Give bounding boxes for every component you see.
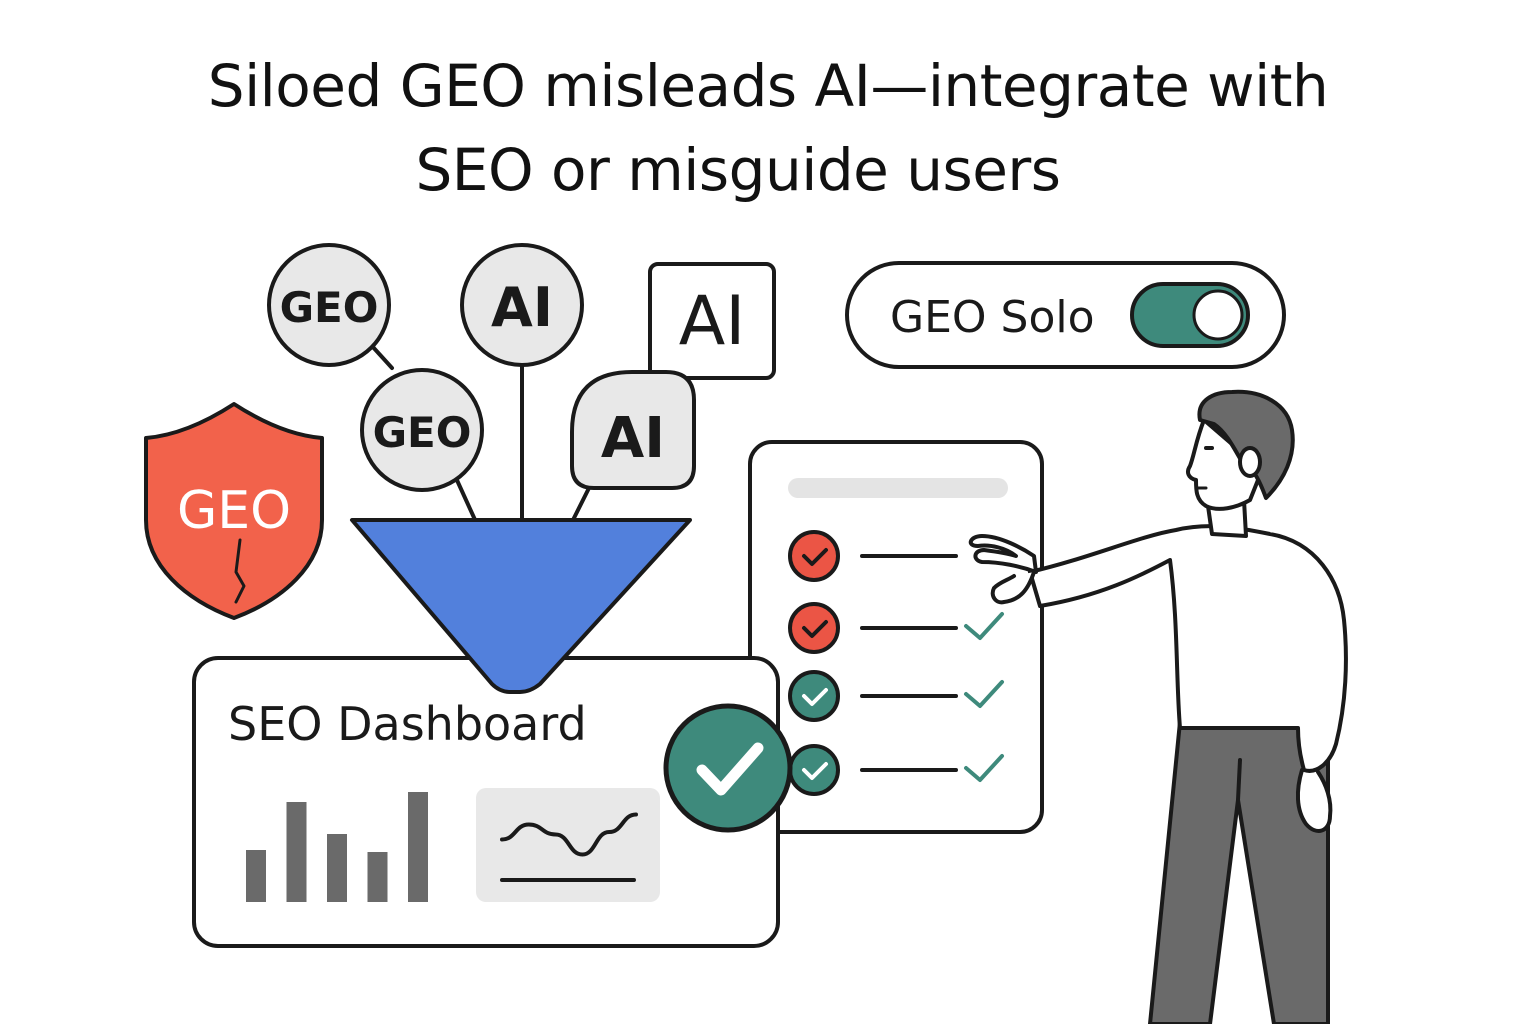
ai-bubble-rounded: AI (570, 370, 696, 490)
ai-bubble-rounded-shape (570, 370, 696, 490)
dashboard-trend-line (500, 812, 638, 857)
person-ear (1238, 446, 1262, 478)
checklist-card (748, 440, 1044, 834)
dashboard-bar (286, 802, 307, 902)
geo-bubble-top-label: GEO (280, 283, 379, 332)
funnel-icon (350, 518, 692, 694)
row-check-mark-icon (802, 762, 828, 780)
ai-bubble-square-label: AI (679, 282, 746, 361)
ok-status-icon (788, 670, 840, 722)
ai-bubble-circle: AI (460, 243, 584, 367)
row-check-mark-icon (802, 620, 828, 638)
dashboard-bar (367, 852, 388, 902)
big-check-badge (663, 703, 793, 833)
error-status-icon (788, 530, 840, 582)
connector-geo-mid (454, 476, 478, 524)
dashboard-bar (246, 850, 266, 902)
dashboard-bar (408, 792, 428, 902)
checklist-row (788, 530, 958, 582)
headline-line-1: Siloed GEO misleads AI—integrate with (207, 52, 1329, 120)
checklist-rows (788, 530, 1004, 796)
connector-ai-rounded (570, 484, 592, 524)
checklist-row (788, 602, 1004, 654)
connector-geo-top (370, 344, 394, 370)
shield-label: GEO (177, 481, 291, 541)
geo-solo-toggle[interactable]: GEO Solo (845, 261, 1286, 369)
person-left-hand (1295, 768, 1333, 833)
person-figure (968, 389, 1348, 1024)
ai-bubble-circle-label: AI (491, 276, 553, 339)
dashboard-bar-chart (246, 792, 428, 902)
headline-line-2: SEO or misguide users (415, 136, 1061, 204)
row-check-mark-icon (802, 548, 828, 566)
ai-bubble-square: AI (648, 262, 776, 380)
geo-bubble-mid-label: GEO (373, 408, 472, 457)
geo-bubble-mid: GEO (360, 368, 484, 492)
shield-icon (144, 402, 324, 620)
person-leg-seam (1236, 758, 1242, 802)
geo-shield: GEO (144, 402, 324, 620)
person-pointing-hand (968, 534, 1038, 574)
ok-status-icon (788, 744, 840, 796)
connector-lines (370, 344, 592, 524)
shield-crack (234, 538, 246, 604)
headline: Siloed GEO misleads AI—integrate with SE… (0, 44, 1536, 212)
ai-bubble-circle-shape (460, 243, 584, 367)
toggle-label: GEO Solo (890, 292, 1095, 343)
geo-bubble-top-circle (267, 243, 391, 367)
row-check-mark-icon (802, 688, 828, 706)
big-check-circle (663, 703, 793, 833)
toggle-knob[interactable] (1192, 289, 1244, 341)
person-pants (1148, 720, 1330, 1024)
check-icon (696, 742, 764, 796)
geo-bubble-mid-circle (360, 368, 484, 492)
ai-bubble-square-shape (648, 262, 776, 380)
checklist-header-bar (788, 478, 1008, 498)
seo-dashboard-card: SEO Dashboard (192, 656, 780, 948)
person-pointing-thumb (990, 570, 1036, 605)
ai-bubble-rounded-label: AI (601, 406, 665, 471)
checklist-row (788, 670, 1004, 722)
dashboard-bar (327, 834, 347, 902)
dashboard-title: SEO Dashboard (228, 697, 587, 751)
error-status-icon (788, 602, 840, 654)
checklist-tick-icon (964, 680, 1004, 708)
geo-bubble-top: GEO (267, 243, 391, 367)
checklist-tick-icon (964, 754, 1004, 782)
checklist-tick-icon (964, 612, 1004, 640)
